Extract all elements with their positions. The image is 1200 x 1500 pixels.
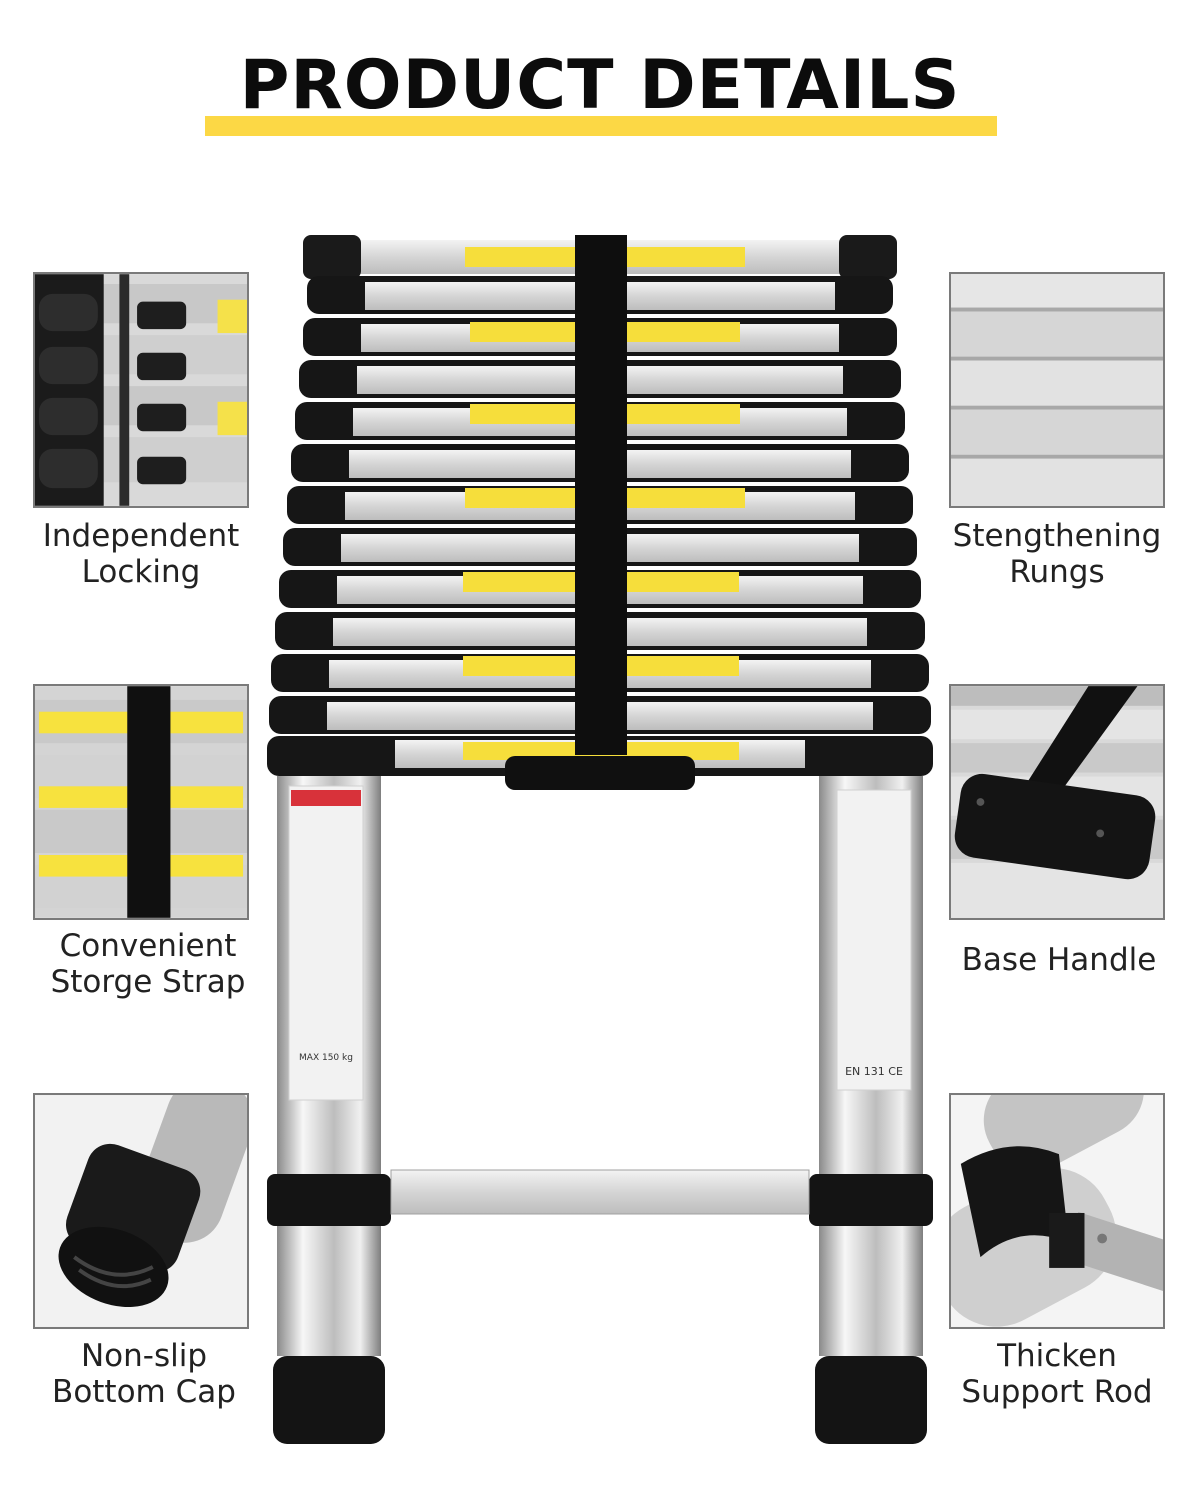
locking-detail-image (33, 272, 249, 508)
handle-label-line1: Base Handle (961, 942, 1157, 978)
cap-label-line1: Non-slip (80, 1338, 208, 1374)
title-highlight-bar (205, 116, 997, 136)
locking-label-line1: Independent (42, 518, 240, 554)
cap-label-line2: Bottom Cap (52, 1374, 236, 1410)
handle-detail-icon (951, 686, 1163, 918)
rungs-label-line2: Rungs (1009, 554, 1105, 590)
storage-strap (575, 235, 627, 755)
strap-label-line2: Storge Strap (50, 964, 246, 1000)
locking-label: Independent Locking (11, 518, 271, 590)
rungs-label-line1: Stengthening (952, 518, 1162, 554)
base-handle (505, 756, 695, 790)
rungs-label: Stengthening Rungs (927, 518, 1187, 590)
cap-detail-image (33, 1093, 249, 1329)
rod-label: Thicken Support Rod (927, 1338, 1187, 1410)
rungs-detail-icon (951, 274, 1163, 506)
capacity-label: MAX 150 kg (299, 1053, 353, 1063)
rod-detail-icon (951, 1095, 1163, 1327)
locking-label-line2: Locking (81, 554, 201, 590)
strap-label-line1: Convenient (59, 928, 237, 964)
left-bottom-cap (273, 1356, 385, 1444)
locking-detail-icon (35, 274, 247, 506)
handle-detail-image (949, 684, 1165, 920)
ladder-illustration: EN 131 CE MAX 150 kg (265, 230, 935, 1450)
rod-label-line2: Support Rod (961, 1374, 1153, 1410)
certification-label: EN 131 CE (845, 1065, 903, 1078)
strap-label: Convenient Storge Strap (18, 928, 278, 1000)
strap-detail-image (33, 684, 249, 920)
header: PRODUCT DETAILS (0, 38, 1200, 148)
strap-detail-icon (35, 686, 247, 918)
right-bottom-cap (815, 1356, 927, 1444)
rod-label-line1: Thicken (997, 1338, 1117, 1374)
handle-label: Base Handle (929, 942, 1189, 978)
rungs-detail-image (949, 272, 1165, 508)
rod-detail-image (949, 1093, 1165, 1329)
page-title: PRODUCT DETAILS (239, 46, 961, 125)
cap-label: Non-slip Bottom Cap (14, 1338, 274, 1410)
telescopic-ladder-icon: EN 131 CE MAX 150 kg (267, 235, 933, 1444)
cap-detail-icon (35, 1095, 247, 1327)
